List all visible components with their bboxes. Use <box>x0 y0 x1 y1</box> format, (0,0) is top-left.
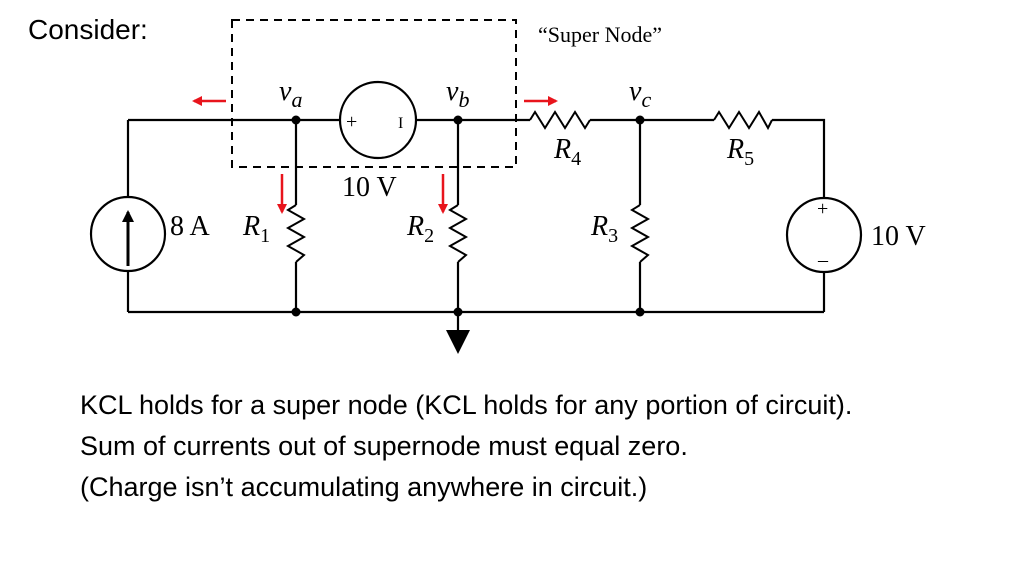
body-line-2: Sum of currents out of supernode must eq… <box>80 431 688 461</box>
r2-label: R2 <box>406 211 434 247</box>
r4-label: R4 <box>553 134 581 170</box>
supernode-label: “Super Node” <box>538 22 662 47</box>
r1-label: R1 <box>242 211 270 247</box>
ground-symbol <box>446 330 470 354</box>
voltage-source-mid <box>338 80 418 160</box>
slide-heading: Consider: <box>28 14 148 45</box>
right-source-minus: – <box>817 249 829 271</box>
node-dot-b <box>453 115 463 125</box>
voltage-source-right <box>785 196 863 274</box>
resistor-r4 <box>529 110 591 130</box>
node-label-b: vb <box>446 76 469 112</box>
resistor-r2 <box>447 204 469 263</box>
current-source-value: 8 A <box>170 211 210 242</box>
resistor-r1 <box>285 204 307 263</box>
resistor-r3 <box>629 204 651 263</box>
wire-top-far-right <box>772 118 826 198</box>
node-dot-bottom-r2 <box>453 307 463 317</box>
mid-source-plus: + <box>346 111 357 133</box>
node-label-a: va <box>279 76 302 112</box>
voltage-source-mid-value: 10 V <box>342 172 397 203</box>
r3-label: R3 <box>590 211 618 247</box>
mid-source-minus: I <box>398 115 403 132</box>
voltage-source-right-value: 10 V <box>871 221 926 252</box>
body-line-3: (Charge isn’t accumulating anywhere in c… <box>80 472 648 502</box>
node-dot-a <box>291 115 301 125</box>
body-text: KCL holds for a super node (KCL holds fo… <box>80 385 852 508</box>
r5-label: R5 <box>726 134 754 170</box>
node-dot-bottom-r3 <box>635 307 645 317</box>
supernode-box <box>231 19 517 168</box>
node-dot-c <box>635 115 645 125</box>
node-label-c: vc <box>629 76 651 112</box>
node-dot-bottom-r1 <box>291 307 301 317</box>
right-source-plus: + <box>817 198 828 220</box>
body-line-1: KCL holds for a super node (KCL holds fo… <box>80 390 853 420</box>
resistor-r5 <box>713 110 773 131</box>
